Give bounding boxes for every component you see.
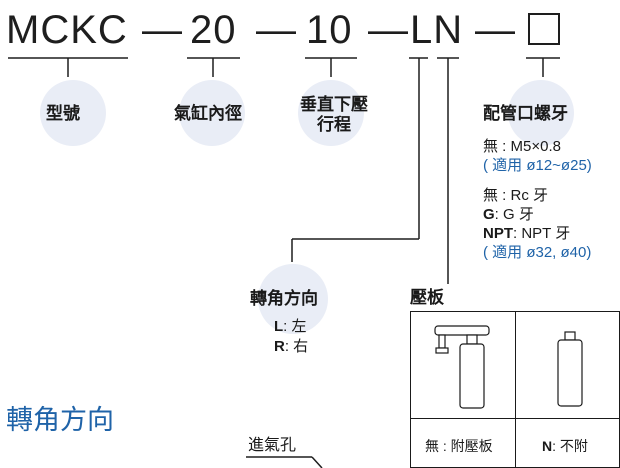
thread-note-large: ( 適用 ø32, ø40) <box>483 244 592 261</box>
table-vertical-divider <box>515 312 516 467</box>
model-series: MCKC <box>6 8 128 52</box>
label-stroke-line1: 垂直下壓 <box>300 95 368 114</box>
circle-rotation <box>258 264 328 334</box>
rotation-key-l: L <box>274 318 284 335</box>
model-stroke: 10 <box>306 8 353 52</box>
thread-val-g: : G 牙 <box>494 206 534 223</box>
table-horizontal-divider <box>411 418 619 419</box>
circle-stroke <box>298 80 364 146</box>
clamp-without-arm-label: N: 不附 <box>542 438 588 454</box>
clamp-arm-table: 無 : 附壓板 N: 不附 <box>410 311 620 468</box>
air-inlet-label: 進氣孔 <box>248 437 297 454</box>
rotation-key-r: R <box>274 338 285 355</box>
label-stroke-line2: 行程 <box>317 115 351 134</box>
section-title: 轉角方向 <box>6 405 114 436</box>
clamp-key-n: N <box>542 438 553 454</box>
thread-key-npt: NPT <box>483 225 513 242</box>
label-pipe-thread: 配管口螺牙 <box>483 104 568 123</box>
rotation-val-l: : 左 <box>283 318 307 335</box>
rotation-right: R: 右 <box>274 338 308 356</box>
model-bore: 20 <box>190 8 237 52</box>
cylinder-with-arm-icon <box>434 325 490 409</box>
code-dash: — <box>475 8 516 52</box>
rotation-val-r: : 右 <box>284 338 309 355</box>
code-dash: — <box>142 8 183 52</box>
circle-model <box>40 80 106 146</box>
clamp-with-arm-label: 無 : 附壓板 <box>425 438 493 454</box>
label-clamp-arm: 壓板 <box>410 288 444 307</box>
label-rotation: 轉角方向 <box>250 289 318 308</box>
thread-note-small: ( 適用 ø12~ø25) <box>483 157 592 174</box>
circle-bore <box>179 80 245 146</box>
thread-key-g: G <box>483 206 495 223</box>
model-suffix: LN <box>410 8 464 52</box>
thread-option-m5: 無 : M5×0.8 <box>483 138 561 155</box>
thread-option-npt: NPT: NPT 牙 <box>483 225 570 243</box>
clamp-val-n: : 不附 <box>552 438 588 454</box>
thread-val-npt: : NPT 牙 <box>513 225 571 242</box>
code-dash: — <box>256 8 297 52</box>
cylinder-no-arm-icon <box>557 331 583 407</box>
option-placeholder-box <box>528 13 560 45</box>
rotation-left: L: 左 <box>274 318 307 336</box>
circle-thread <box>508 80 574 146</box>
label-bore-dia: 氣缸內徑 <box>174 104 242 123</box>
code-dash: — <box>368 8 409 52</box>
thread-option-rc: 無 : Rc 牙 <box>483 187 549 204</box>
thread-option-g: G: G 牙 <box>483 206 534 224</box>
label-model-no: 型號 <box>46 104 80 123</box>
